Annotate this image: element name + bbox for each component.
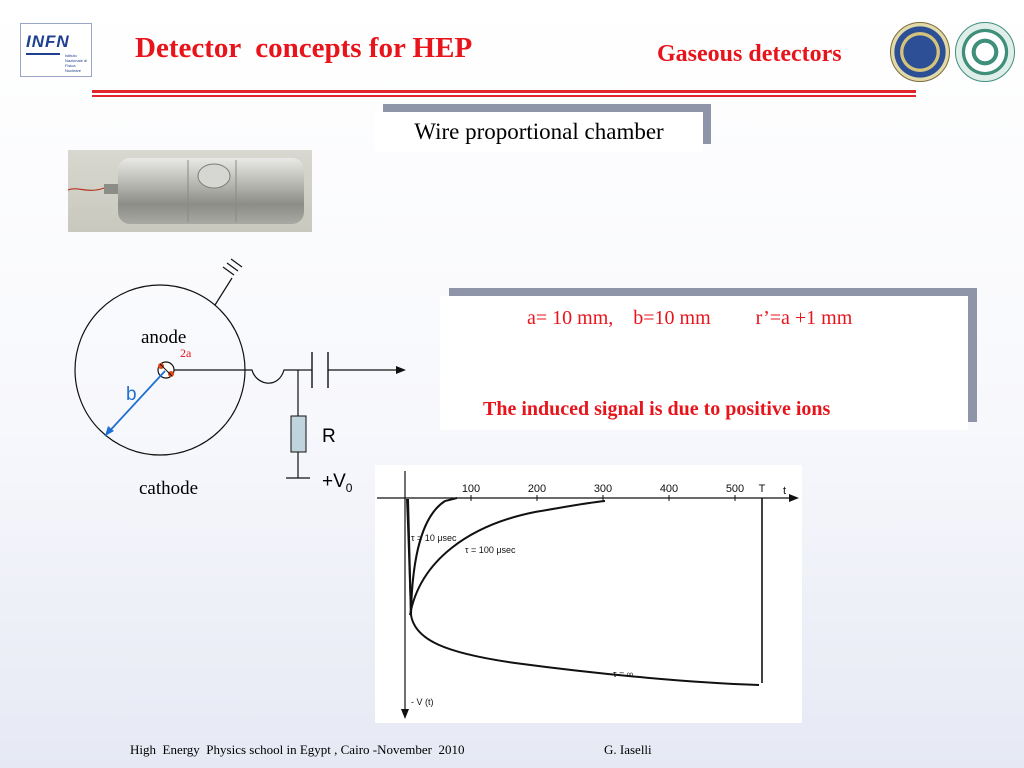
slide-subtitle: Gaseous detectors bbox=[657, 41, 842, 67]
x-tick-label: 200 bbox=[528, 483, 546, 495]
footer-event: High Energy Physics school in Egypt , Ca… bbox=[130, 742, 465, 757]
gear-seal-logo bbox=[955, 22, 1015, 82]
signal-plot: 100 200 300 400 500 T τ = 10 μsec τ = 100 μse… bbox=[375, 465, 802, 723]
infn-logo-text: INFN bbox=[26, 32, 70, 51]
infn-logo-subtext: Istituto Nazionale di Fisica Nucleare bbox=[65, 53, 88, 73]
signal-plot-svg: 100 200 300 400 500 T τ = 10 μsec τ = 100 μse… bbox=[377, 471, 799, 719]
x-marker-label: T bbox=[759, 483, 766, 495]
slide-title: Detector concepts for HEP bbox=[135, 32, 473, 64]
chamber-label: Wire proportional chamber bbox=[414, 119, 664, 144]
resistor bbox=[290, 415, 307, 453]
x-tick-label: 100 bbox=[462, 483, 480, 495]
parameters-box: a= 10 mm, b=10 mm r’=a +1 mm The induced… bbox=[440, 296, 968, 430]
university-seal-logo bbox=[890, 22, 950, 82]
resistor-label: R bbox=[322, 426, 336, 447]
legend-tau-10: τ = 10 μsec bbox=[411, 533, 457, 543]
x-tick-label: 400 bbox=[660, 483, 678, 495]
y-axis-label: - V (t) bbox=[411, 697, 434, 707]
y-axis-arrow bbox=[401, 709, 409, 719]
x-tick-label: 500 bbox=[726, 483, 744, 495]
x-tick-label: 300 bbox=[594, 483, 612, 495]
chamber-label-box: Wire proportional chamber bbox=[375, 112, 703, 152]
anode-label: anode bbox=[141, 327, 187, 348]
wire-radius-label: 2a bbox=[180, 346, 192, 360]
legend-tau-inf: τ = ∞ bbox=[613, 669, 633, 679]
radius-arrow bbox=[104, 370, 166, 437]
infn-logo: INFN Istituto Nazionale di Fisica Nuclea… bbox=[20, 23, 92, 77]
signal-note: The induced signal is due to positive io… bbox=[483, 398, 831, 420]
ground-mark bbox=[222, 266, 235, 276]
ground-lead bbox=[214, 277, 233, 306]
cathode-label: cathode bbox=[139, 478, 199, 499]
chamber-photo bbox=[67, 150, 312, 232]
x-axis-label: t bbox=[783, 485, 786, 497]
header-rule bbox=[92, 90, 916, 93]
voltage-label: +V0 bbox=[322, 471, 353, 495]
header-rule-thin bbox=[92, 95, 916, 97]
legend-tau-100: τ = 100 μsec bbox=[465, 545, 516, 555]
chamber-diagram bbox=[74, 258, 406, 479]
series-tau-100-line bbox=[409, 500, 606, 616]
signal-wire bbox=[174, 369, 300, 384]
parameters-text: a= 10 mm, b=10 mm r’=a +1 mm bbox=[527, 307, 853, 329]
series-tau-inf-line bbox=[407, 498, 760, 686]
cathode-radius-label: b bbox=[126, 384, 137, 405]
footer-author: G. Iaselli bbox=[604, 742, 652, 757]
x-axis-arrow bbox=[789, 494, 799, 502]
output-arrow bbox=[396, 366, 406, 374]
